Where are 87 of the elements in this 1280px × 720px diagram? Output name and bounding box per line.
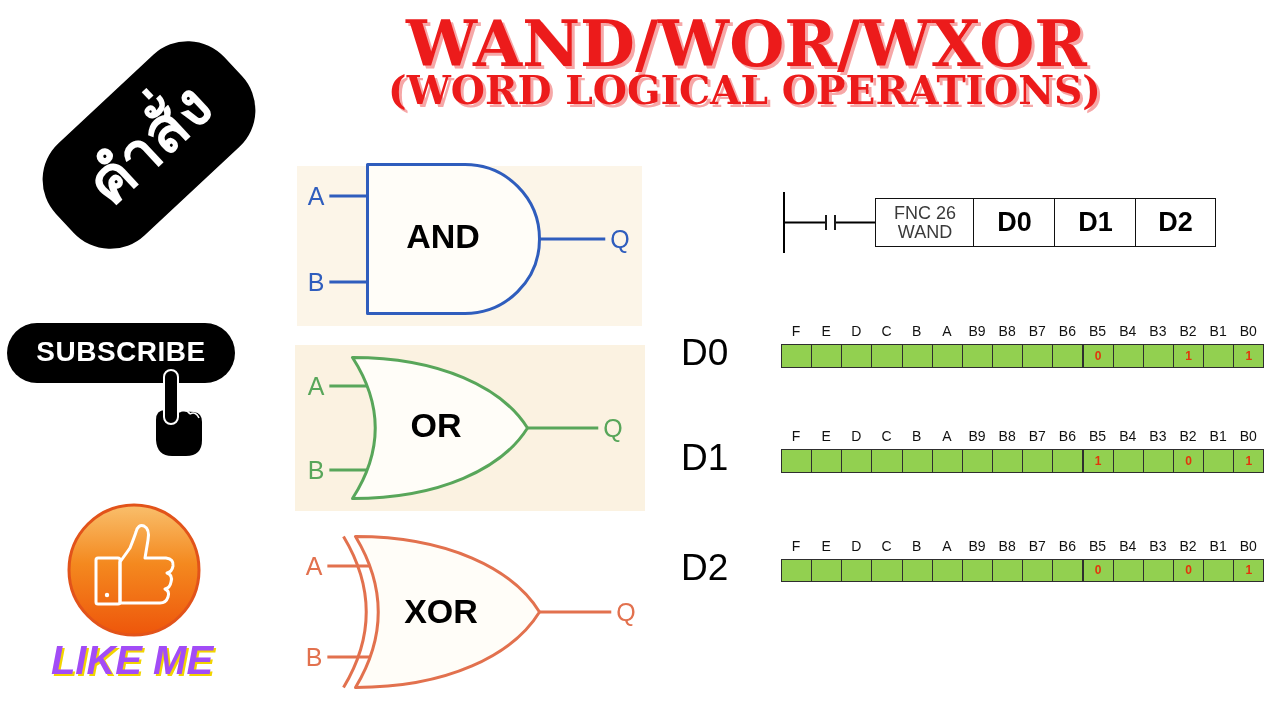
bit-label: B0: [1239, 324, 1257, 338]
bit-label: B0: [1239, 429, 1257, 443]
bit-label: B1: [1209, 538, 1227, 553]
bit-label: B: [912, 429, 922, 443]
bit-label: B5: [1089, 538, 1107, 553]
bit-label: B9: [968, 324, 986, 338]
register-cell: 0: [1082, 558, 1114, 582]
bit-label: B0: [1239, 538, 1257, 553]
bit-label: F: [791, 324, 801, 338]
register-cell: 1: [1233, 344, 1265, 368]
register-cell: 1: [1233, 558, 1265, 582]
bit-label: B8: [998, 324, 1016, 338]
and-gate: AND: [366, 163, 541, 315]
bit-label: B8: [998, 538, 1016, 553]
bit-label: B2: [1179, 429, 1197, 443]
operand-cell: D2: [1135, 198, 1216, 247]
bit-label: D: [851, 538, 862, 553]
subscribe-button: SUBSCRIBE: [7, 323, 235, 383]
or-gate: OR: [351, 356, 529, 500]
bit-label: A: [942, 429, 952, 443]
input-label: A: [302, 183, 330, 209]
bit-label: B2: [1179, 324, 1197, 338]
bit-label: B9: [968, 538, 986, 553]
wire: [527, 426, 599, 430]
bit-label: B4: [1119, 538, 1137, 553]
bit-label: B6: [1058, 429, 1076, 443]
bit-label: C: [881, 324, 892, 338]
wire: [329, 194, 368, 198]
bit-label: B: [912, 324, 922, 338]
input-label: A: [302, 373, 330, 399]
register-label: D1: [681, 438, 729, 476]
promo-text: LIKE ME: [50, 640, 215, 682]
bit-label: B3: [1149, 324, 1167, 338]
bit-label: B8: [998, 429, 1016, 443]
bit-label: F: [791, 538, 801, 553]
bit-label: A: [942, 538, 952, 553]
operand-cell: D1: [1054, 198, 1137, 247]
instruction-cell: FNC 26 WAND: [875, 198, 975, 247]
wire: [539, 610, 612, 614]
bit-label: E: [821, 429, 831, 443]
bit-label: B7: [1028, 538, 1046, 553]
contact-symbol: [825, 215, 836, 230]
bit-label: B2: [1179, 538, 1197, 553]
bit-label: E: [821, 324, 831, 338]
output-label: Q: [605, 226, 635, 252]
bit-label: B6: [1058, 324, 1076, 338]
bit-label: B1: [1209, 324, 1227, 338]
bit-label: D: [851, 429, 862, 443]
bit-label: B4: [1119, 429, 1137, 443]
wire: [329, 280, 368, 284]
bit-label: B3: [1149, 429, 1167, 443]
bit-label: A: [942, 324, 952, 338]
bit-label: C: [881, 538, 892, 553]
input-label: B: [300, 644, 328, 670]
input-label: B: [302, 457, 330, 483]
bit-label: B6: [1058, 538, 1076, 553]
register-cell: 0: [1172, 558, 1205, 582]
bit-label: B: [912, 538, 922, 553]
bit-label: B7: [1028, 429, 1046, 443]
wire: [835, 221, 876, 224]
register-cell: 1: [1172, 344, 1205, 368]
bit-label: C: [881, 429, 892, 443]
input-label: A: [300, 553, 328, 579]
bit-label: B4: [1119, 324, 1137, 338]
bit-label: D: [851, 324, 862, 338]
register-label: D0: [681, 333, 729, 371]
wire: [539, 237, 606, 241]
bit-label: E: [821, 538, 831, 553]
bit-label: B5: [1089, 324, 1107, 338]
register-cell: 0: [1172, 449, 1205, 473]
register-cell: 1: [1082, 449, 1114, 473]
operand-cell: D0: [973, 198, 1056, 247]
bit-label: F: [791, 429, 801, 443]
bit-label: B3: [1149, 538, 1167, 553]
wire: [329, 468, 368, 472]
output-label: Q: [598, 415, 628, 441]
input-label: B: [302, 269, 330, 295]
bit-label: B7: [1028, 324, 1046, 338]
output-label: Q: [611, 599, 641, 625]
bit-label: B1: [1209, 429, 1227, 443]
register-cell: 1: [1233, 449, 1265, 473]
register-label: D2: [681, 548, 729, 585]
bit-label: B5: [1089, 429, 1107, 443]
wire: [327, 564, 370, 568]
bit-label: B9: [968, 429, 986, 443]
register-cell: 0: [1082, 344, 1114, 368]
wire: [784, 221, 826, 224]
